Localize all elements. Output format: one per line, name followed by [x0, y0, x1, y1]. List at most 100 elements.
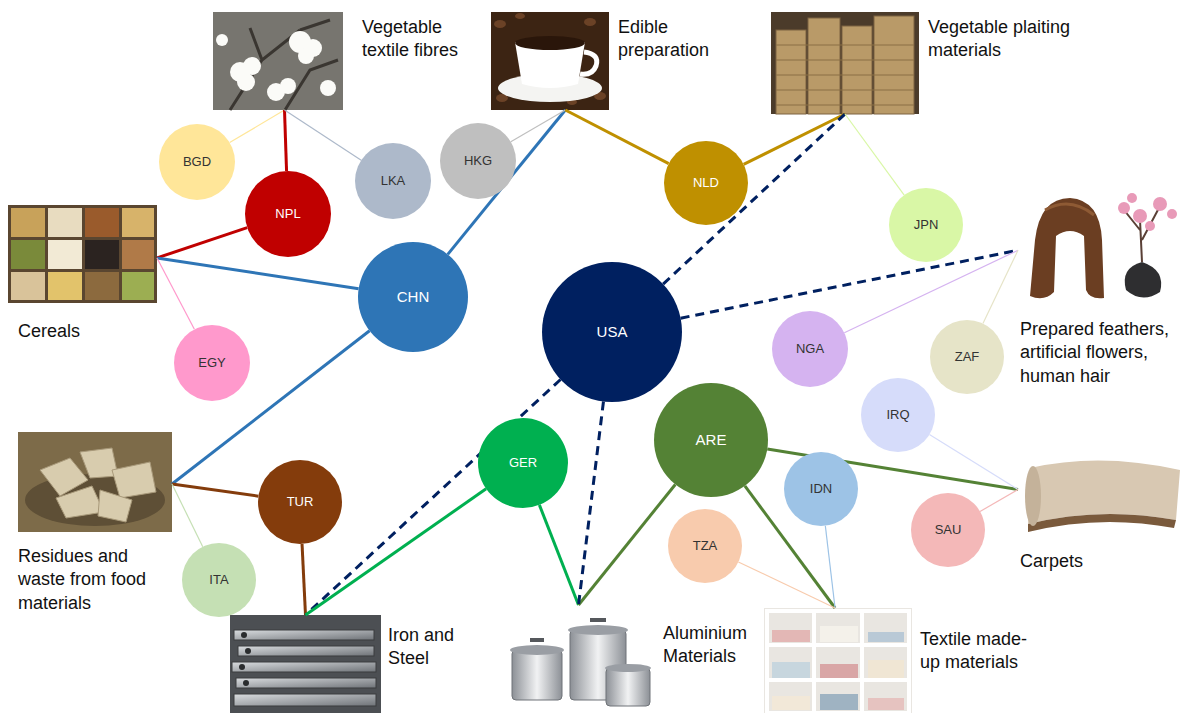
country-code: ITA — [209, 573, 228, 587]
circle-fill — [784, 452, 858, 526]
pots-picture — [500, 605, 657, 713]
circle-fill — [159, 124, 235, 200]
country-code: BGD — [183, 155, 211, 169]
circle-fill — [174, 325, 250, 401]
country-circle: NPL — [245, 171, 331, 257]
trade-link — [157, 258, 359, 289]
product-label: Vegetable plaiting materials — [928, 16, 1118, 63]
country-circle: IDN — [784, 452, 858, 526]
circle-fill — [664, 141, 748, 225]
carpet-picture — [1018, 443, 1188, 540]
country-code: ZAF — [955, 350, 980, 364]
country-circle: TZA — [668, 509, 742, 583]
circle-fill — [358, 242, 468, 352]
trade-link — [157, 228, 247, 258]
trade-link — [157, 258, 194, 329]
textile-shelves-picture — [764, 608, 912, 713]
country-code: SAU — [935, 523, 962, 537]
country-code: GER — [509, 456, 537, 470]
country-circle: CHN — [358, 242, 468, 352]
product-label: Edible preparation — [618, 16, 730, 63]
trade-link — [681, 250, 1018, 318]
trade-link — [738, 562, 835, 608]
trade-link — [929, 435, 1018, 490]
circle-fill — [861, 378, 935, 452]
basket-picture — [771, 12, 919, 114]
product-box: Residues and waste from food materials — [18, 432, 172, 532]
country-code: NGA — [796, 342, 824, 356]
trade-link — [744, 114, 845, 164]
circle-fill — [654, 383, 768, 497]
trade-link — [579, 401, 604, 605]
circle-fill — [668, 509, 742, 583]
trade-link — [844, 250, 1018, 332]
product-box: Vegetable plaiting materials — [771, 12, 919, 114]
product-box: Vegetable textile fibres — [213, 12, 343, 110]
country-code: CHN — [397, 289, 430, 306]
circle-fill — [478, 418, 568, 508]
country-circle: BGD — [159, 124, 235, 200]
country-circle: ZAF — [930, 320, 1004, 394]
product-box: Prepared feathers, artificial flowers, h… — [1018, 192, 1188, 304]
country-code: LKA — [381, 174, 406, 188]
circle-fill — [772, 311, 848, 387]
trade-link — [579, 484, 676, 605]
circle-fill — [355, 143, 431, 219]
trade-link — [980, 490, 1018, 512]
trade-link — [172, 484, 203, 547]
country-code: JPN — [914, 218, 939, 232]
country-circle: GER — [478, 418, 568, 508]
country-code: ARE — [696, 432, 727, 449]
circle-fill — [440, 123, 516, 199]
product-label: Cereals — [18, 320, 158, 343]
product-box: Cereals — [8, 205, 157, 303]
coffee-picture — [491, 12, 609, 110]
feathers-hair-picture — [1018, 192, 1188, 304]
trade-link — [983, 250, 1018, 323]
trade-link — [285, 110, 362, 160]
circle-fill — [889, 188, 963, 262]
country-code: USA — [597, 324, 628, 341]
trade-link — [565, 110, 668, 164]
trade-link — [539, 505, 578, 605]
product-box: Carpets — [1018, 443, 1188, 540]
country-code: HKG — [464, 154, 492, 168]
circle-fill — [182, 543, 256, 617]
country-circle: TUR — [258, 460, 342, 544]
circle-fill — [258, 460, 342, 544]
country-circle: EGY — [174, 325, 250, 401]
trade-link — [845, 114, 904, 195]
country-circle: HKG — [440, 123, 516, 199]
product-box: Iron and Steel — [230, 615, 381, 713]
trade-link — [172, 484, 258, 496]
trade-link — [825, 526, 835, 608]
circle-fill — [245, 171, 331, 257]
cotton-picture — [213, 12, 343, 110]
country-code: TUR — [287, 495, 314, 509]
product-label: Carpets — [1020, 550, 1180, 573]
country-circle: ARE — [654, 383, 768, 497]
country-circle: ITA — [182, 543, 256, 617]
country-code: IDN — [810, 482, 832, 496]
product-label: Residues and waste from food materials — [18, 545, 178, 615]
product-label: Aluminium Materials — [663, 622, 761, 669]
product-label: Vegetable textile fibres — [362, 16, 462, 63]
product-box: Textile made-up materials — [764, 608, 912, 713]
country-circle: SAU — [911, 493, 985, 567]
trade-link — [285, 110, 287, 171]
product-label: Iron and Steel — [388, 624, 488, 671]
product-label: Textile made-up materials — [920, 628, 1045, 675]
country-circle: JPN — [889, 188, 963, 262]
trade-link — [302, 544, 305, 615]
cereals-picture — [8, 205, 157, 303]
country-circle: USA — [542, 262, 682, 402]
country-code: IRQ — [886, 408, 909, 422]
circle-fill — [542, 262, 682, 402]
residues-picture — [18, 432, 172, 532]
circle-fill — [930, 320, 1004, 394]
product-label: Prepared feathers, artificial flowers, h… — [1020, 318, 1192, 388]
country-circle: NLD — [664, 141, 748, 225]
country-code: TZA — [693, 539, 718, 553]
country-code: EGY — [198, 356, 225, 370]
